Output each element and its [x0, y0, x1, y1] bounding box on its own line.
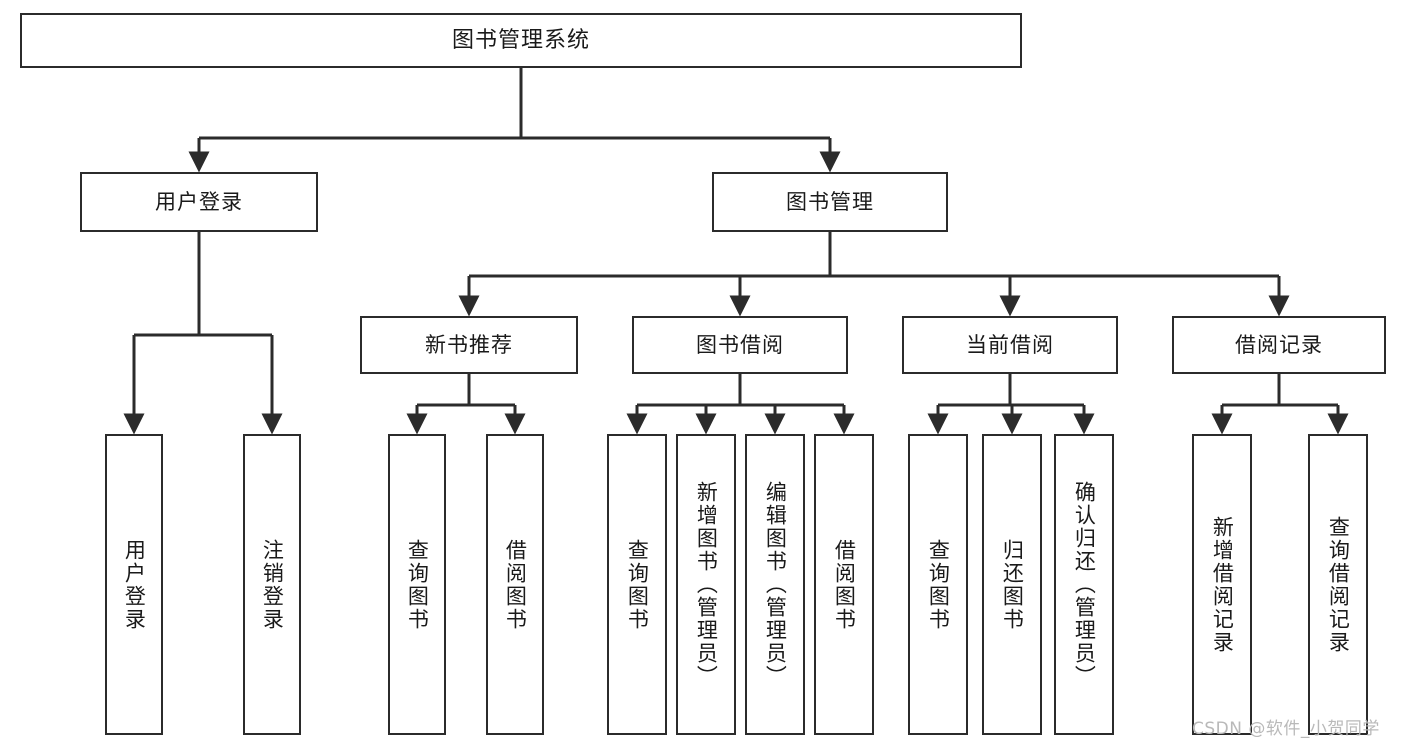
node-leaf-add-book-admin[interactable]: 新增图书（管理员）: [676, 434, 736, 735]
node-leaf-add-book-admin-label: 新增图书（管理员）: [694, 481, 719, 688]
node-user-login-label: 用户登录: [155, 189, 243, 214]
node-leaf-add-borrow-record[interactable]: 新增借阅记录: [1192, 434, 1252, 735]
node-borrow-record[interactable]: 借阅记录: [1172, 316, 1386, 374]
node-leaf-borrow-book-label: 借阅图书: [832, 538, 857, 631]
node-new-book-recommend-label: 新书推荐: [425, 332, 513, 357]
node-new-book-recommend[interactable]: 新书推荐: [360, 316, 578, 374]
node-leaf-user-logout-label: 注销登录: [260, 538, 285, 631]
node-leaf-query-book-cur[interactable]: 查询图书: [908, 434, 968, 735]
node-book-borrow[interactable]: 图书借阅: [632, 316, 848, 374]
node-leaf-confirm-return-admin[interactable]: 确认归还（管理员）: [1054, 434, 1114, 735]
node-book-manage[interactable]: 图书管理: [712, 172, 948, 232]
node-root[interactable]: 图书管理系统: [20, 13, 1022, 68]
node-book-manage-label: 图书管理: [786, 189, 874, 214]
node-user-login[interactable]: 用户登录: [80, 172, 318, 232]
watermark-text: CSDN @软件_小贺同学: [1192, 719, 1380, 739]
node-leaf-return-book[interactable]: 归还图书: [982, 434, 1042, 735]
node-current-borrow[interactable]: 当前借阅: [902, 316, 1118, 374]
node-leaf-confirm-return-admin-label: 确认归还（管理员）: [1072, 481, 1097, 688]
node-leaf-borrow-book[interactable]: 借阅图书: [814, 434, 874, 735]
node-leaf-query-book-rec-label: 查询图书: [405, 538, 430, 631]
node-book-borrow-label: 图书借阅: [696, 332, 784, 357]
node-leaf-edit-book-admin[interactable]: 编辑图书（管理员）: [745, 434, 805, 735]
node-leaf-query-book-borrow[interactable]: 查询图书: [607, 434, 667, 735]
node-current-borrow-label: 当前借阅: [966, 332, 1054, 357]
node-leaf-user-login[interactable]: 用户登录: [105, 434, 163, 735]
node-leaf-add-borrow-record-label: 新增借阅记录: [1210, 515, 1235, 654]
node-leaf-query-book-cur-label: 查询图书: [926, 538, 951, 631]
node-leaf-query-borrow-record[interactable]: 查询借阅记录: [1308, 434, 1368, 735]
node-leaf-user-login-label: 用户登录: [122, 538, 147, 631]
node-leaf-query-book-borrow-label: 查询图书: [625, 538, 650, 631]
node-root-label: 图书管理系统: [451, 27, 590, 53]
node-leaf-query-book-rec[interactable]: 查询图书: [388, 434, 446, 735]
node-leaf-edit-book-admin-label: 编辑图书（管理员）: [763, 481, 788, 688]
node-leaf-borrow-book-rec-label: 借阅图书: [503, 538, 528, 631]
node-borrow-record-label: 借阅记录: [1235, 332, 1323, 357]
node-leaf-borrow-book-rec[interactable]: 借阅图书: [486, 434, 544, 735]
node-leaf-query-borrow-record-label: 查询借阅记录: [1326, 515, 1351, 654]
node-leaf-user-logout[interactable]: 注销登录: [243, 434, 301, 735]
node-leaf-return-book-label: 归还图书: [1000, 538, 1025, 631]
